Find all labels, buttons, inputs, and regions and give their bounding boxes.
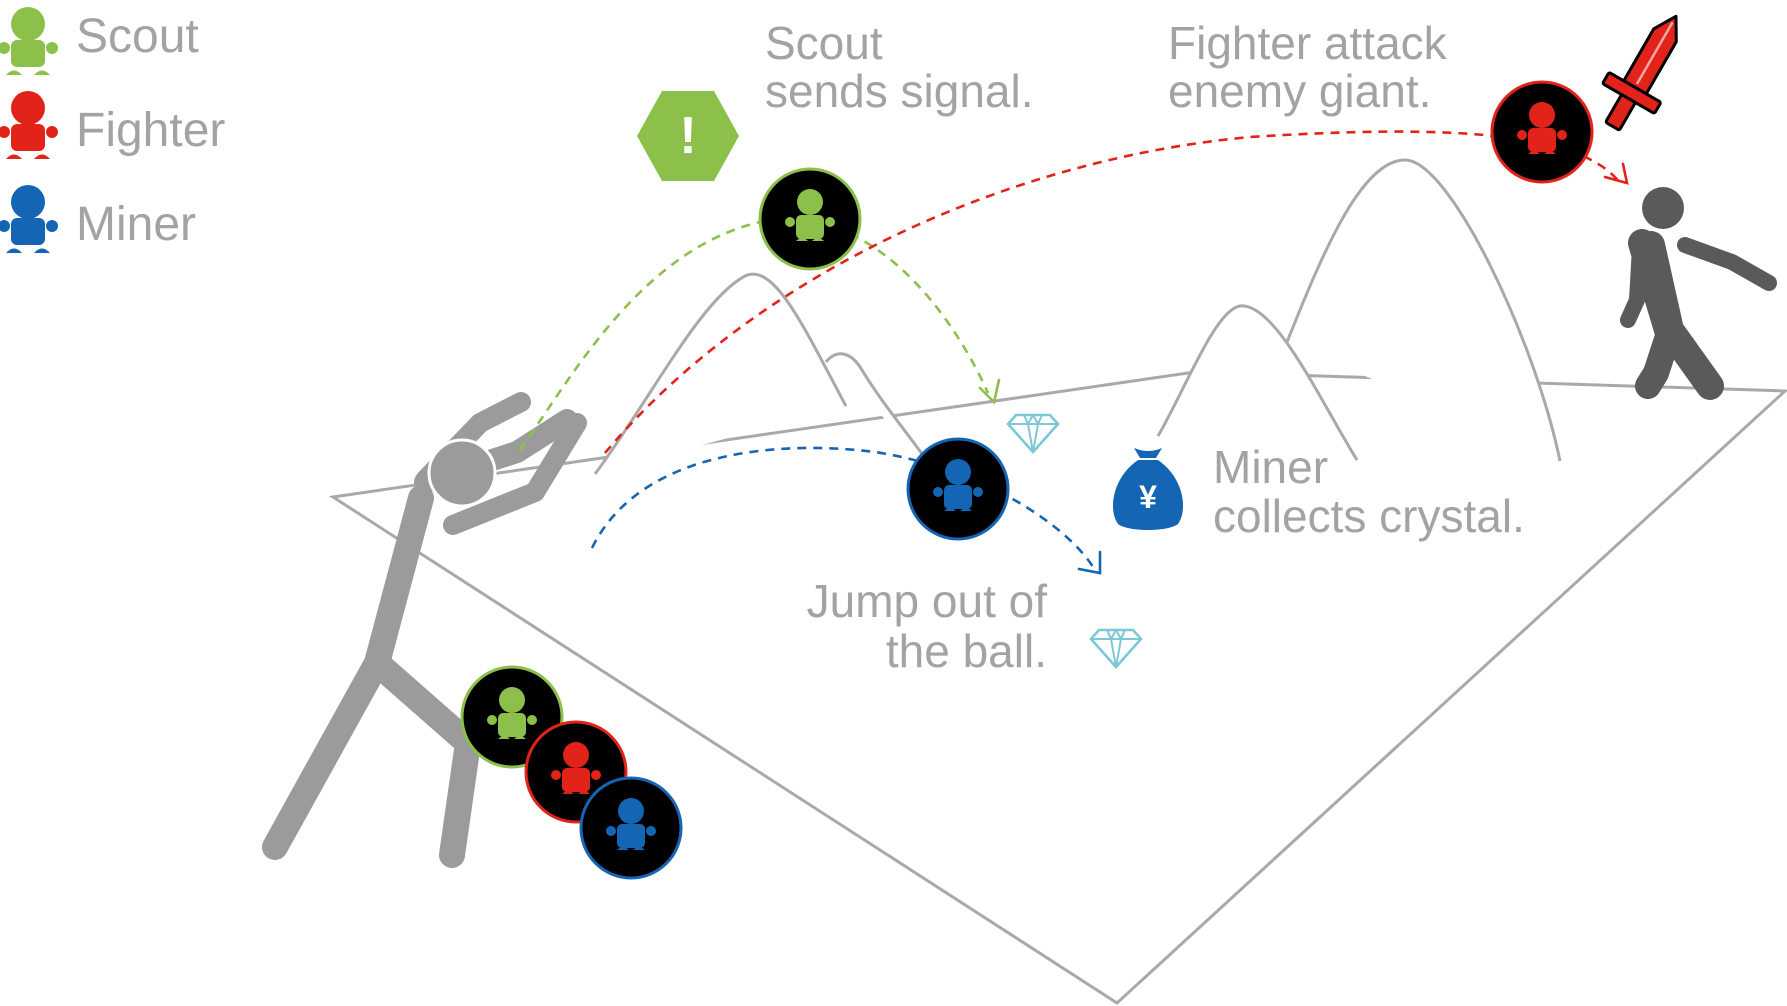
signal-glyph: ! xyxy=(679,107,696,165)
scout-robot-icon xyxy=(0,7,58,75)
annotation-scout-signal: Scout sends signal. xyxy=(765,17,1034,117)
legend-item-fighter: Fighter xyxy=(0,91,225,159)
scout-arrowhead xyxy=(978,378,1001,405)
legend-label-miner: Miner xyxy=(76,198,196,251)
miner-trajectory xyxy=(590,446,1095,568)
annotation-line: the ball. xyxy=(886,625,1047,677)
enemy-giant-figure xyxy=(1620,187,1777,400)
miner-arrowhead xyxy=(1077,550,1102,575)
legend: Scout Fighter Miner xyxy=(0,7,225,253)
legend-item-miner: Miner xyxy=(0,185,196,253)
annotation-line: Scout xyxy=(765,17,883,69)
annotation-line: Fighter attack xyxy=(1168,17,1448,69)
annotation-line: Miner xyxy=(1213,441,1328,493)
money-bag-icon: ¥ xyxy=(1112,448,1184,530)
ground-plane xyxy=(328,370,1787,1005)
miner-held xyxy=(579,776,683,880)
annotation-line: sends signal. xyxy=(765,65,1034,117)
miner-flying xyxy=(906,437,1010,541)
legend-item-scout: Scout xyxy=(0,7,199,75)
sword-icon xyxy=(1601,14,1678,132)
legend-label-scout: Scout xyxy=(76,10,199,63)
miner-robot-icon xyxy=(0,185,58,253)
annotation-line: enemy giant. xyxy=(1168,65,1431,117)
fighter-robot-icon xyxy=(0,91,58,159)
mountains xyxy=(593,158,1562,475)
diamond-icon xyxy=(1089,628,1143,669)
money-glyph: ¥ xyxy=(1139,479,1157,515)
scout-flying xyxy=(758,167,862,271)
fighter-arrowhead xyxy=(1603,162,1629,185)
annotation-jump-out: Jump out of the ball. xyxy=(807,575,1048,677)
annotation-line: collects crystal. xyxy=(1213,490,1525,542)
arrowheads xyxy=(978,162,1629,575)
fighter-flying xyxy=(1490,80,1594,184)
held-robots xyxy=(460,665,683,880)
annotation-miner-collect: Miner collects crystal. xyxy=(1213,441,1525,542)
annotation-line: Jump out of xyxy=(807,575,1048,627)
diamond-icon xyxy=(1006,413,1060,454)
annotation-fighter-attack: Fighter attack enemy giant. xyxy=(1168,17,1448,117)
legend-label-fighter: Fighter xyxy=(76,104,225,157)
warning-hexagon-icon: ! xyxy=(637,91,739,181)
